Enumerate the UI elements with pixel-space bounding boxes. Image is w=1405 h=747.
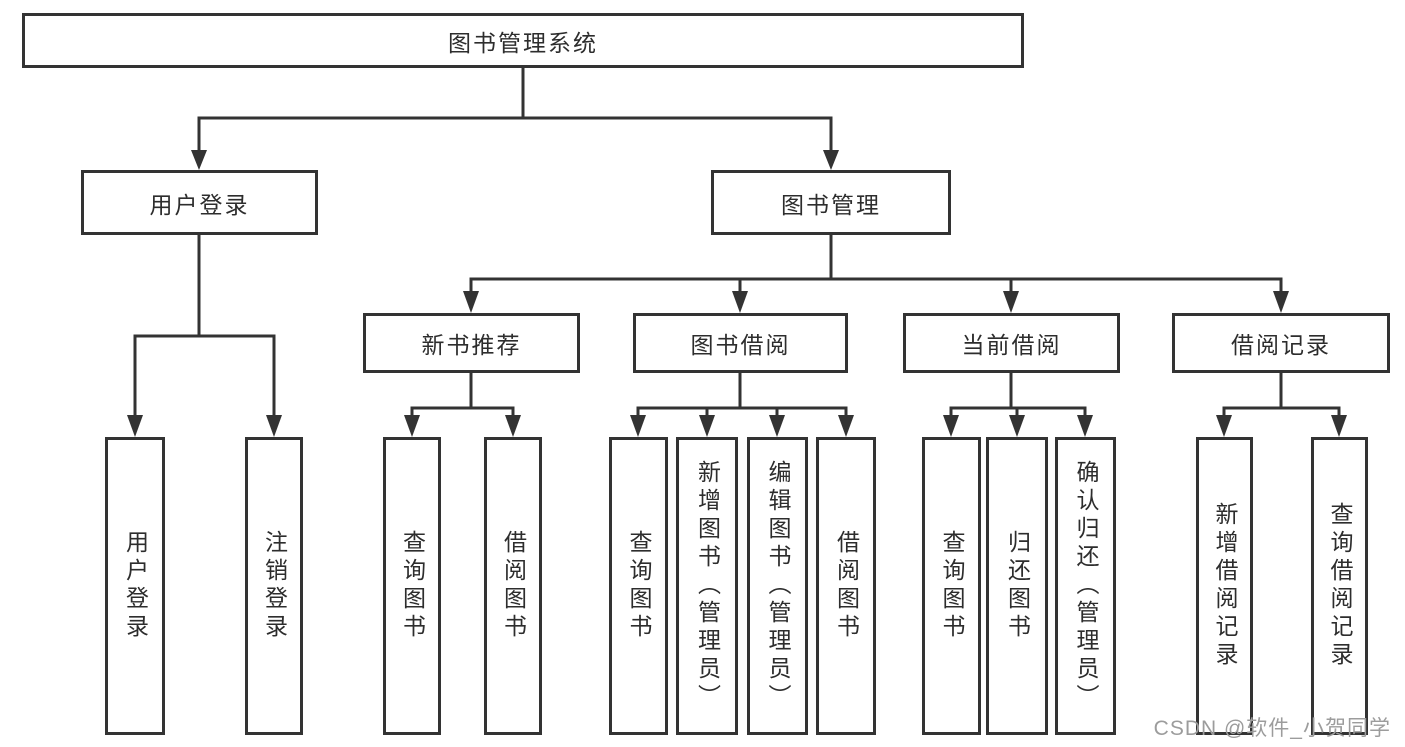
node-library-system: 图书管理系统 <box>22 13 1024 68</box>
arrow-down-icon <box>266 415 282 437</box>
leaf-label: 查询图书 <box>939 530 965 642</box>
arrow-down-icon <box>463 291 479 313</box>
leaf-borrow-book-2: 借阅图书 <box>816 437 876 735</box>
arrow-down-icon <box>1273 291 1289 313</box>
arrow-down-icon <box>127 415 143 437</box>
node-borrow-records: 借阅记录 <box>1172 313 1390 373</box>
arrow-down-icon <box>823 150 839 170</box>
node-label: 图书管理系统 <box>448 29 598 56</box>
arrow-down-icon <box>1003 291 1019 313</box>
leaf-label: 注销登录 <box>261 530 288 642</box>
node-label: 当前借阅 <box>961 332 1062 358</box>
arrow-down-icon <box>191 150 207 170</box>
node-label: 图书管理 <box>781 191 881 218</box>
node-label: 新书推荐 <box>421 332 522 358</box>
leaf-confirm-return-admin: 确认归还（管理员） <box>1055 437 1116 735</box>
leaf-label: 确认归还（管理员） <box>1073 460 1099 712</box>
arrow-down-icon <box>943 415 959 437</box>
arrow-down-icon <box>1331 415 1347 437</box>
leaf-add-book-admin: 新增图书（管理员） <box>676 437 738 735</box>
node-label: 用户登录 <box>149 191 250 218</box>
arrow-down-icon <box>505 415 521 437</box>
arrow-down-icon <box>404 415 420 437</box>
arrow-down-icon <box>1216 415 1232 437</box>
arrow-down-icon <box>769 415 785 437</box>
leaf-query-book-2: 查询图书 <box>609 437 668 735</box>
arrow-down-icon <box>1077 415 1093 437</box>
leaf-return-book: 归还图书 <box>986 437 1048 735</box>
leaf-logout: 注销登录 <box>245 437 303 735</box>
arrow-down-icon <box>630 415 646 437</box>
leaf-label: 编辑图书（管理员） <box>765 460 791 712</box>
arrow-down-icon <box>838 415 854 437</box>
node-book-borrow: 图书借阅 <box>633 313 848 373</box>
leaf-label: 归还图书 <box>1004 530 1031 642</box>
node-current-borrow: 当前借阅 <box>903 313 1120 373</box>
leaf-user-login: 用户登录 <box>105 437 165 735</box>
leaf-label: 借阅图书 <box>833 530 860 642</box>
leaf-query-book-1: 查询图书 <box>383 437 441 735</box>
csdn-watermark: CSDN @软件_小贺同学 <box>1153 717 1391 740</box>
leaf-label: 查询借阅记录 <box>1327 502 1353 670</box>
leaf-label: 借阅图书 <box>500 530 527 642</box>
leaf-label: 用户登录 <box>122 530 149 642</box>
leaf-label: 新增图书（管理员） <box>694 460 721 712</box>
node-label: 图书借阅 <box>690 332 791 358</box>
leaf-query-borrow-record: 查询借阅记录 <box>1311 437 1368 735</box>
arrow-down-icon <box>732 291 748 313</box>
leaf-label: 新增借阅记录 <box>1212 502 1238 670</box>
node-book-management: 图书管理 <box>711 170 951 235</box>
node-user-login: 用户登录 <box>81 170 318 235</box>
leaf-label: 查询图书 <box>626 530 652 642</box>
leaf-label: 查询图书 <box>399 530 426 642</box>
arrow-down-icon <box>1009 415 1025 437</box>
arrow-down-icon <box>699 415 715 437</box>
leaf-borrow-book-1: 借阅图书 <box>484 437 542 735</box>
leaf-edit-book-admin: 编辑图书（管理员） <box>747 437 808 735</box>
node-label: 借阅记录 <box>1231 332 1331 358</box>
node-new-book-recommend: 新书推荐 <box>363 313 580 373</box>
leaf-add-borrow-record: 新增借阅记录 <box>1196 437 1253 735</box>
leaf-query-book-3: 查询图书 <box>922 437 981 735</box>
